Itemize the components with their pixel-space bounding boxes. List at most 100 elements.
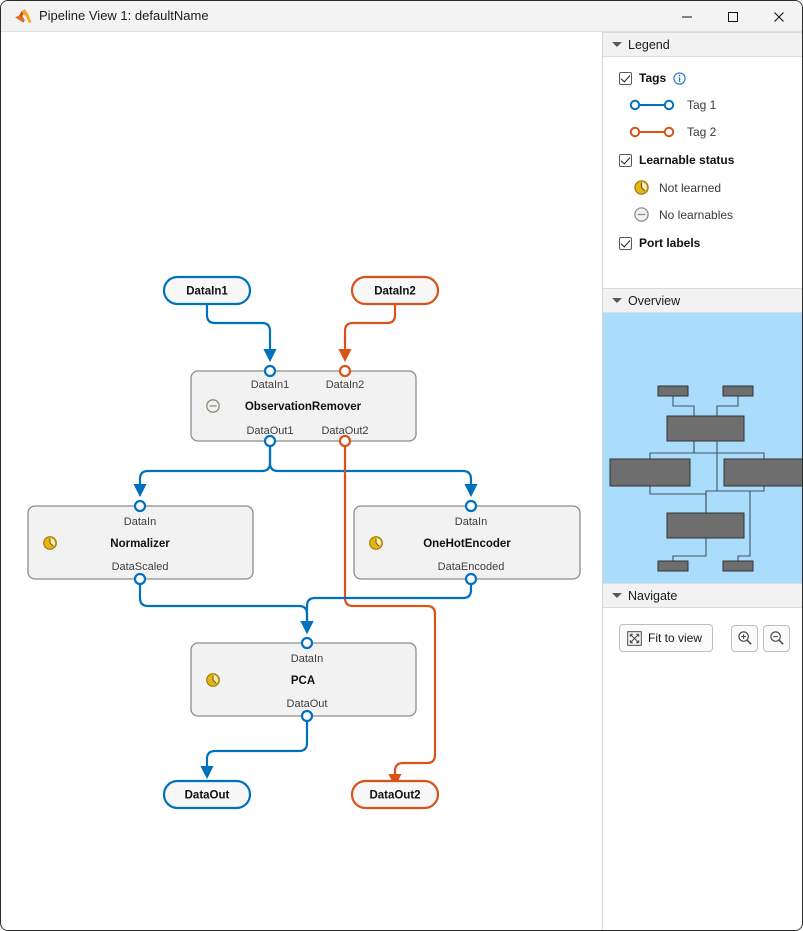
port-label-out: DataOut1	[246, 425, 293, 437]
close-button[interactable]	[756, 1, 802, 32]
minimize-icon	[682, 16, 692, 17]
legend-tag-2-row: Tag 2	[603, 120, 802, 144]
port-label-out: DataOut2	[321, 425, 368, 437]
edge-datain2-to-observationremover	[338, 304, 397, 363]
not-learned-icon	[43, 536, 57, 550]
port-labels-checkbox[interactable]	[619, 236, 632, 250]
legend-port-labels-row[interactable]: Port labels	[603, 232, 802, 254]
not-learned-icon	[369, 536, 383, 550]
overview-block	[723, 458, 802, 487]
maximize-icon	[728, 11, 738, 22]
zoom-in-button[interactable]	[731, 624, 759, 652]
node-title: PCA	[291, 675, 315, 687]
minus-circle-no-learnables-icon	[634, 207, 649, 222]
overview-block	[722, 560, 754, 572]
legend-section-header[interactable]: Legend	[603, 32, 802, 57]
tags-label: Tags	[639, 71, 667, 85]
maximize-button[interactable]	[710, 1, 756, 32]
matlab-logo-icon	[15, 9, 32, 23]
legend-tag-1-row: Tag 1	[603, 93, 802, 117]
edge-dataout1-to-onehotencoder	[268, 441, 478, 498]
port-in[interactable]	[133, 499, 147, 513]
terminal-datain1[interactable]: DataIn1	[162, 275, 252, 306]
edge-dataout1-to-normalizer	[133, 441, 272, 498]
port-out[interactable]	[464, 572, 478, 586]
terminal-body[interactable]	[162, 275, 252, 306]
fit-to-view-icon	[627, 630, 642, 646]
legend-body: Tags Tag 1	[603, 57, 802, 254]
tag-1-label: Tag 1	[687, 98, 717, 112]
chevron-down-icon[interactable]	[612, 40, 622, 49]
overview-section-header[interactable]: Overview	[603, 288, 802, 313]
legend-tags-row[interactable]: Tags	[603, 67, 802, 89]
navigate-section-title: Navigate	[628, 588, 678, 603]
port-out[interactable]	[133, 572, 147, 586]
legend-section-title: Legend	[628, 37, 670, 52]
terminal-label: DataIn2	[374, 286, 416, 298]
edge-pca-to-dataout	[200, 716, 309, 780]
node-title: ObservationRemover	[245, 401, 362, 413]
port-label-in: DataIn2	[326, 379, 365, 391]
port-labels-label: Port labels	[639, 236, 701, 250]
port-label-in: DataIn1	[251, 379, 290, 391]
node-body[interactable]	[190, 370, 417, 442]
port-in[interactable]	[338, 364, 352, 378]
tags-checkbox[interactable]	[619, 71, 632, 85]
overview-block	[657, 385, 689, 397]
port-out[interactable]	[263, 434, 277, 448]
fit-to-view-button[interactable]: Fit to view	[619, 624, 714, 652]
overview-thumbnail[interactable]	[603, 313, 802, 583]
overview-block	[657, 560, 689, 572]
not-learned-icon	[206, 673, 220, 687]
port-label-in: DataIn	[291, 653, 323, 665]
window-title: Pipeline View 1: defaultName	[39, 8, 209, 23]
edge-dataout2-to-dataout2-terminal	[343, 441, 437, 788]
tag-1-swatch-icon	[629, 99, 675, 111]
overview-block	[666, 512, 745, 539]
close-icon	[774, 11, 784, 22]
terminal-dataout2[interactable]: DataOut2	[350, 779, 440, 810]
edge-datascaled-to-pca	[138, 579, 314, 635]
chevron-down-icon[interactable]	[612, 591, 622, 600]
port-label-out: DataOut	[287, 698, 328, 710]
minimize-button[interactable]	[664, 1, 710, 32]
right-side-panel: Legend Tags Tag 1	[602, 32, 802, 930]
terminal-datain2[interactable]: DataIn2	[350, 275, 440, 306]
terminal-dataout[interactable]: DataOut	[162, 779, 252, 810]
node-pca[interactable]: PCA DataIn DataOut	[190, 636, 417, 723]
port-in[interactable]	[464, 499, 478, 513]
terminal-body[interactable]	[162, 779, 252, 810]
chevron-down-icon[interactable]	[612, 296, 622, 305]
navigate-section-header[interactable]: Navigate	[603, 583, 802, 608]
zoom-out-icon	[769, 631, 784, 645]
window-titlebar[interactable]: Pipeline View 1: defaultName	[1, 1, 802, 32]
terminal-body[interactable]	[350, 275, 440, 306]
learnable-status-label: Learnable status	[639, 153, 735, 167]
no-learnables-label: No learnables	[659, 207, 734, 222]
tag-2-label: Tag 2	[687, 125, 717, 139]
pipeline-canvas[interactable]: ObservationRemover DataIn1 DataIn2 DataO…	[2, 32, 602, 930]
node-observationremover[interactable]: ObservationRemover DataIn1 DataIn2 DataO…	[190, 364, 417, 448]
terminal-body[interactable]	[350, 779, 440, 810]
zoom-out-button[interactable]	[763, 624, 791, 652]
port-in[interactable]	[300, 636, 314, 650]
port-in[interactable]	[263, 364, 277, 378]
overview-block	[609, 458, 691, 487]
terminal-label: DataOut2	[369, 790, 420, 802]
port-label-out: DataScaled	[112, 561, 169, 573]
learnable-status-checkbox[interactable]	[619, 153, 632, 167]
node-onehotencoder[interactable]: OneHotEncoder DataIn DataEncoded	[353, 499, 581, 586]
legend-learnable-status-row[interactable]: Learnable status	[603, 149, 802, 171]
info-circle-icon[interactable]	[673, 71, 686, 85]
clock-not-learned-icon	[634, 180, 649, 195]
overview-block	[722, 385, 754, 397]
overview-block	[666, 415, 745, 442]
port-label-out: DataEncoded	[438, 561, 505, 573]
edge-dataencoded-to-pca	[300, 579, 473, 635]
legend-not-learned-row: Not learned	[603, 175, 802, 200]
node-normalizer[interactable]: Normalizer DataIn DataScaled	[27, 499, 254, 586]
edge-datain1-to-observationremover	[205, 304, 277, 363]
port-out[interactable]	[338, 434, 352, 448]
node-title: Normalizer	[110, 538, 170, 550]
port-out[interactable]	[300, 709, 314, 723]
